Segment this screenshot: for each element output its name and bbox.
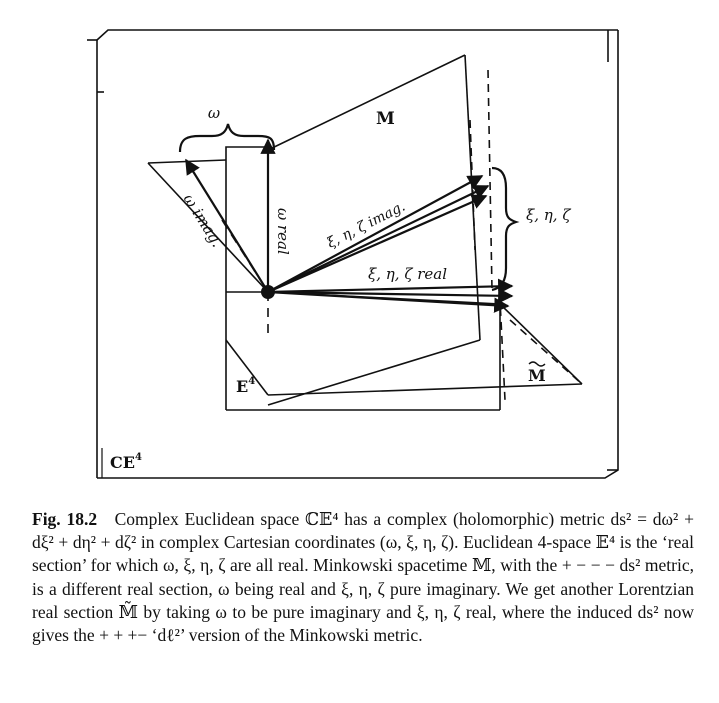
ce4-label-group: CE4 xyxy=(110,452,142,472)
figure-number: Fig. 18.2 xyxy=(32,509,98,529)
direction-arrows xyxy=(185,138,514,313)
figure-caption: Fig. 18.2 Complex Euclidean space ℂ𝔼⁴ ha… xyxy=(32,508,694,647)
xi-real-arrow-3 xyxy=(267,290,510,313)
omega-brace xyxy=(178,123,276,153)
origin-point xyxy=(261,285,275,299)
m-plane-label: M xyxy=(376,109,395,129)
omega-brace-label: ω xyxy=(208,104,220,122)
m-tilde-label: M xyxy=(528,366,546,385)
omega-imag-arrow xyxy=(185,158,269,293)
xi-real-label: ξ, η, ζ real xyxy=(368,265,447,283)
m-tilde-label-group: M xyxy=(528,361,546,385)
e4-plane xyxy=(225,146,501,411)
e4-label: E4 xyxy=(236,376,255,396)
complex-euclidean-diagram: ω ω imag. ω real ξ, η, ζ imag. ξ, η, ζ r… xyxy=(87,29,619,479)
caption-text: Complex Euclidean space ℂ𝔼⁴ has a comple… xyxy=(32,509,694,646)
ce4-frame xyxy=(87,29,619,479)
xi-imag-arrow-1 xyxy=(267,175,484,293)
ce4-label: CE4 xyxy=(110,452,142,472)
e4-label-group: E4 xyxy=(236,376,255,396)
tilde-mark xyxy=(528,361,546,367)
xi-imag-arrow-3 xyxy=(267,194,488,294)
xi-imag-arrow-2 xyxy=(267,185,490,293)
omega-imag-label: ω imag. xyxy=(180,191,227,251)
xi-brace xyxy=(491,166,520,292)
omega-real-label: ω real xyxy=(274,208,292,255)
m-tilde-plane xyxy=(147,69,583,401)
xi-real-arrow-2 xyxy=(267,288,514,304)
xi-brace-label: ξ, η, ζ xyxy=(526,206,571,224)
xi-real-arrow-1 xyxy=(267,278,514,295)
